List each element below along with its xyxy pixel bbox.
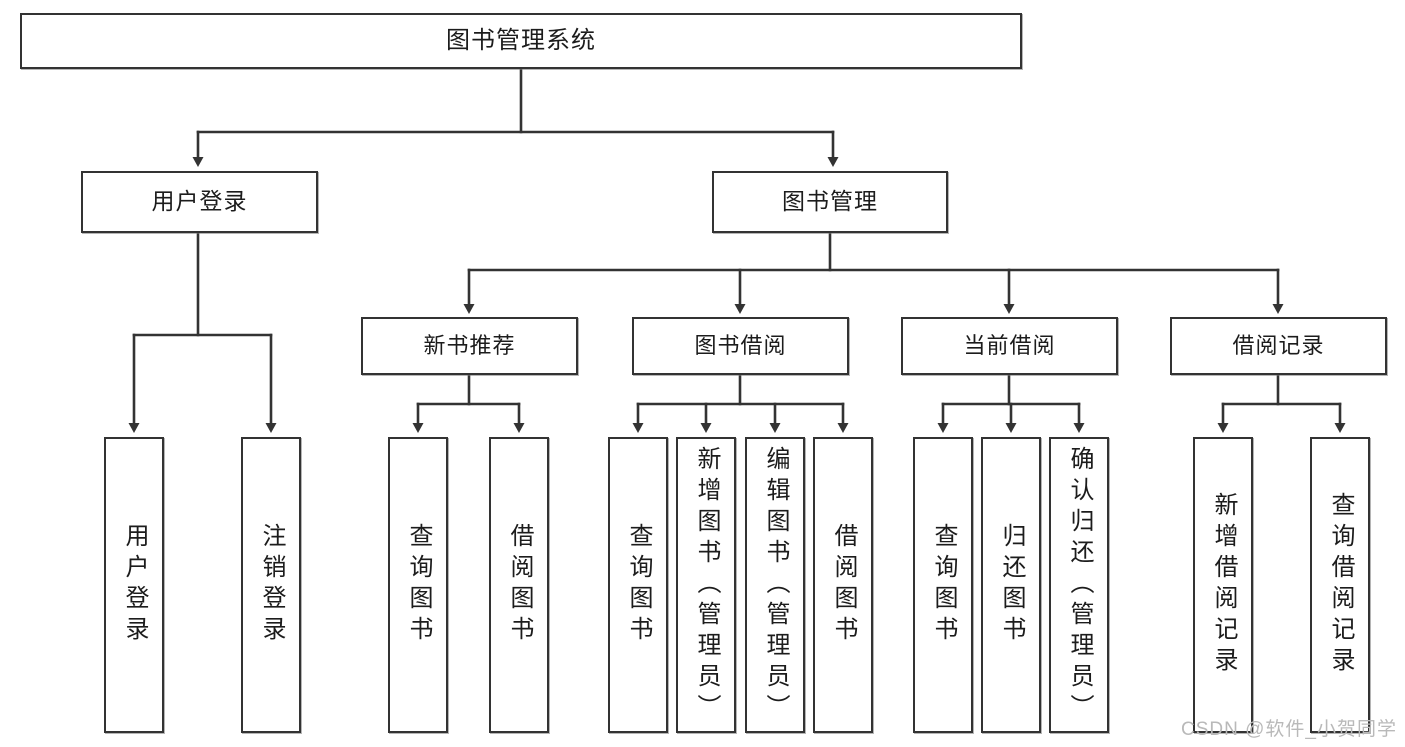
node-leaf-query-borrow-record[interactable]: 查询借阅记录	[1310, 437, 1370, 733]
node-leaf-confirm-return-admin-label: 确认归还（管理员）	[1066, 445, 1093, 725]
node-leaf-add-borrow-record-label: 新增借阅记录	[1210, 492, 1237, 678]
node-leaf-borrow-book-1[interactable]: 借阅图书	[489, 437, 549, 733]
node-new-book-recommend-label: 新书推荐	[423, 333, 516, 359]
node-leaf-query-book-3[interactable]: 查询图书	[913, 437, 973, 733]
node-user-login-label: 用户登录	[151, 188, 248, 215]
node-root[interactable]: 图书管理系统	[20, 13, 1022, 69]
node-leaf-return-book[interactable]: 归还图书	[981, 437, 1041, 733]
node-book-borrow-label: 图书借阅	[694, 333, 787, 359]
node-root-label: 图书管理系统	[446, 26, 596, 54]
node-leaf-query-book-3-label: 查询图书	[930, 523, 957, 647]
node-borrow-record-label: 借阅记录	[1232, 333, 1325, 359]
node-leaf-edit-book-admin[interactable]: 编辑图书（管理员）	[745, 437, 805, 733]
node-leaf-add-borrow-record[interactable]: 新增借阅记录	[1193, 437, 1253, 733]
node-new-book-recommend[interactable]: 新书推荐	[361, 317, 578, 375]
node-current-borrow[interactable]: 当前借阅	[901, 317, 1118, 375]
node-leaf-borrow-book-2[interactable]: 借阅图书	[813, 437, 873, 733]
node-leaf-add-book-admin[interactable]: 新增图书（管理员）	[676, 437, 736, 733]
node-user-login[interactable]: 用户登录	[81, 171, 318, 233]
node-leaf-user-login-label: 用户登录	[121, 523, 148, 647]
node-leaf-query-book-2-label: 查询图书	[625, 523, 652, 647]
node-leaf-query-book-2[interactable]: 查询图书	[608, 437, 668, 733]
node-book-manage-label: 图书管理	[782, 188, 878, 215]
node-leaf-add-book-admin-label: 新增图书（管理员）	[693, 445, 720, 725]
node-leaf-borrow-book-2-label: 借阅图书	[830, 523, 857, 647]
node-borrow-record[interactable]: 借阅记录	[1170, 317, 1387, 375]
node-leaf-user-login[interactable]: 用户登录	[104, 437, 164, 733]
node-leaf-confirm-return-admin[interactable]: 确认归还（管理员）	[1049, 437, 1109, 733]
node-current-borrow-label: 当前借阅	[963, 333, 1056, 359]
node-leaf-borrow-book-1-label: 借阅图书	[506, 523, 533, 647]
node-leaf-logout-login[interactable]: 注销登录	[241, 437, 301, 733]
node-leaf-edit-book-admin-label: 编辑图书（管理员）	[762, 445, 789, 725]
node-book-borrow[interactable]: 图书借阅	[632, 317, 849, 375]
node-leaf-return-book-label: 归还图书	[998, 523, 1025, 647]
csdn-watermark: CSDN @软件_小贺同学	[1181, 719, 1397, 740]
node-leaf-query-book-1-label: 查询图书	[405, 523, 432, 647]
node-leaf-logout-login-label: 注销登录	[258, 523, 285, 647]
node-leaf-query-book-1[interactable]: 查询图书	[388, 437, 448, 733]
node-book-manage[interactable]: 图书管理	[712, 171, 948, 233]
node-leaf-query-borrow-record-label: 查询借阅记录	[1327, 492, 1354, 678]
